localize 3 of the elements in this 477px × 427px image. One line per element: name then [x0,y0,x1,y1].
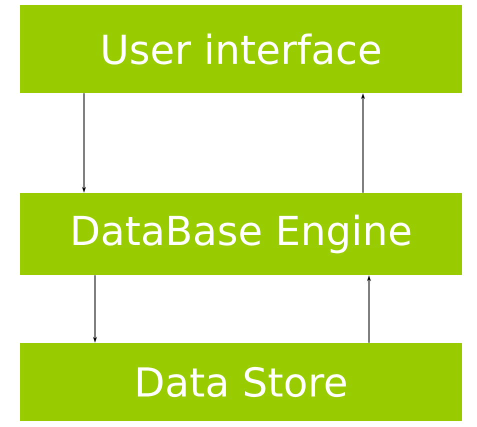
process-box: User interface [20,5,462,93]
process-box: DataBase Engine [20,193,462,275]
process-box: Data Store [20,343,462,421]
